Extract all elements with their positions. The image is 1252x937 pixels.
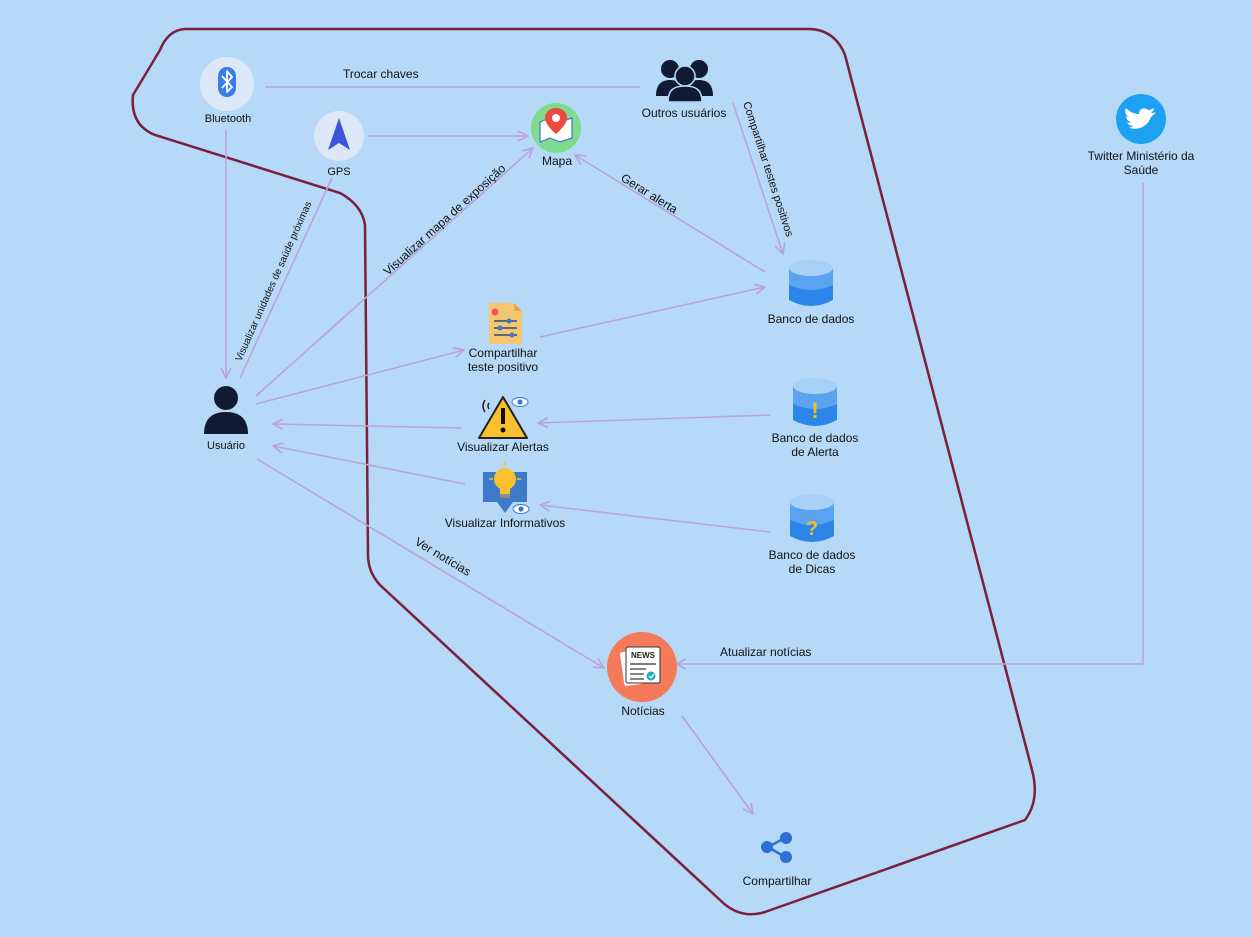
edge-noticias-compartilhar — [681, 715, 753, 814]
banco-dados-label: Banco de dados — [768, 312, 855, 326]
node-banco-dados[interactable]: Banco de dados — [768, 260, 855, 326]
edge-alertas-usuario — [273, 424, 463, 428]
compartilhar-teste-label-line2: teste positivo — [468, 360, 538, 374]
banco-dicas-label-line1: Banco de dados — [769, 548, 856, 562]
edge-usuario-compartilhar-teste — [255, 350, 464, 405]
node-usuario[interactable]: Usuário — [204, 386, 248, 452]
node-bluetooth[interactable]: Bluetooth — [200, 57, 254, 125]
twitter-label-line1: Twitter Ministério da — [1088, 149, 1195, 163]
document-form-icon — [489, 303, 522, 344]
banco-alerta-label-line2: de Alerta — [791, 445, 839, 459]
edge-informativos-usuario — [273, 446, 466, 485]
node-compartilhar[interactable]: Compartilhar — [743, 832, 812, 888]
edge-usuario-noticias — [256, 458, 604, 668]
node-mapa[interactable]: Mapa — [531, 103, 581, 168]
edge-outros-banco — [732, 102, 783, 254]
edge-usuario-mapa — [255, 148, 533, 397]
banco-dicas-label-line2: de Dicas — [789, 562, 836, 576]
node-gps[interactable]: GPS — [314, 111, 364, 178]
edge-gps-usuario — [239, 177, 333, 379]
node-twitter[interactable]: Twitter Ministério da Saúde — [1088, 94, 1195, 177]
database-icon — [789, 260, 833, 306]
question-mark: ? — [806, 518, 818, 540]
twitter-label-line2: Saúde — [1124, 163, 1159, 177]
alert-mark: ! — [811, 398, 818, 423]
edge-banco-mapa — [575, 155, 766, 273]
node-noticias[interactable]: NEWS Notícias — [607, 632, 677, 718]
usuario-label: Usuário — [207, 440, 245, 452]
lightbulb-eye-icon — [483, 462, 530, 514]
users-group-icon — [656, 60, 713, 103]
database-alert-icon: ! — [793, 378, 837, 426]
system-boundary — [131, 27, 1037, 916]
node-outros-usuarios[interactable]: Outros usuários — [642, 60, 727, 120]
node-banco-alerta[interactable]: ! Banco de dados de Alerta — [772, 378, 859, 459]
edge-label-visualizar-unidades: Visualizar unidades de saúde próximas — [234, 200, 315, 363]
outros-usuarios-label: Outros usuários — [642, 106, 727, 120]
edge-label-visualizar-mapa: Visualizar mapa de exposição — [381, 161, 509, 278]
database-question-icon: ? — [790, 494, 834, 542]
visualizar-alertas-label: Visualizar Alertas — [457, 440, 549, 454]
edge-label-gerar-alerta: Gerar alerta — [618, 171, 680, 217]
edge-banco-alerta-alertas — [538, 414, 771, 423]
node-banco-dicas[interactable]: ? Banco de dados de Dicas — [769, 494, 856, 576]
gps-label: GPS — [327, 166, 350, 178]
noticias-label: Notícias — [621, 704, 664, 718]
edge-label-ver-noticias: Ver notícias — [412, 535, 473, 579]
share-icon — [761, 832, 792, 863]
mapa-label: Mapa — [542, 154, 572, 168]
warning-eye-icon — [478, 396, 529, 439]
edges — [226, 86, 1144, 814]
user-icon — [204, 386, 248, 434]
edge-banco-dicas-informativos — [540, 505, 771, 533]
edge-twitter-noticias — [676, 183, 1144, 664]
compartilhar-teste-label-line1: Compartilhar — [469, 346, 538, 360]
bluetooth-label: Bluetooth — [205, 113, 251, 125]
edge-label-compartilhar-testes: Compartilhar testes positivos — [740, 100, 795, 238]
node-visualizar-alertas[interactable]: Visualizar Alertas — [457, 396, 549, 454]
compartilhar-label: Compartilhar — [743, 874, 812, 888]
node-compartilhar-teste[interactable]: Compartilhar teste positivo — [468, 303, 538, 374]
banco-alerta-label-line1: Banco de dados — [772, 431, 859, 445]
edge-label-atualizar-noticias: Atualizar notícias — [720, 645, 811, 659]
edge-compartilhar-teste-banco — [539, 287, 765, 338]
node-visualizar-informativos[interactable]: Visualizar Informativos — [445, 462, 566, 530]
visualizar-informativos-label: Visualizar Informativos — [445, 516, 566, 530]
news-text: NEWS — [631, 651, 656, 660]
edge-label-trocar-chaves: Trocar chaves — [343, 67, 419, 81]
